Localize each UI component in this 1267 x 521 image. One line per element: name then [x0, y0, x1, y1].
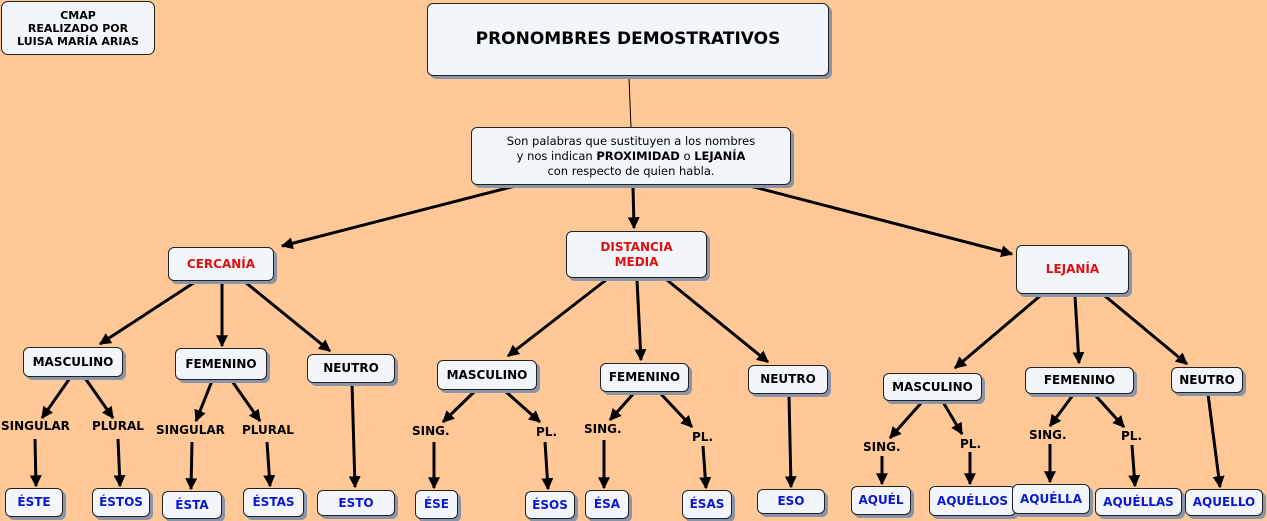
distancia-neutro-node: NEUTRO	[748, 365, 828, 394]
label-singular: SINGULAR	[1, 419, 70, 433]
label-pl: PL.	[1121, 429, 1142, 443]
definition-line-1: Son palabras que sustituyen a los nombre…	[506, 133, 756, 148]
definition-node: Son palabras que sustituyen a los nombre…	[471, 127, 791, 185]
label-sing: SING.	[584, 422, 622, 436]
category-distancia-media: DISTANCIA MEDIA	[566, 231, 707, 278]
pronoun-aquella: AQUÉLLA	[1012, 484, 1090, 514]
pronoun-este: ÉSTE	[5, 488, 63, 517]
lejania-masculino-node: MASCULINO	[883, 373, 982, 401]
pronoun-ese: ÉSE	[415, 490, 458, 519]
label-singular: SINGULAR	[156, 423, 225, 437]
pronoun-esos: ÉSOS	[525, 491, 575, 519]
label-sing: SING.	[1029, 428, 1067, 442]
pronoun-esto: ESTO	[317, 490, 395, 516]
category-cercania: CERCANÍA	[168, 247, 274, 281]
pronoun-esas: ÉSAS	[682, 490, 732, 519]
definition-line-2: y nos indican PROXIMIDAD o LEJANÍA	[516, 148, 746, 163]
label-pl: PL.	[536, 425, 557, 439]
cercania-neutro-node: NEUTRO	[307, 354, 395, 383]
pronoun-estas: ÉSTAS	[243, 488, 304, 517]
label-pl: PL.	[960, 437, 981, 451]
map-title: PRONOMBRES DEMOSTRATIVOS	[427, 3, 829, 76]
cercania-masculino-node: MASCULINO	[23, 347, 123, 377]
pronoun-esta: ÉSTA	[162, 491, 222, 519]
pronoun-estos: ÉSTOS	[92, 488, 150, 517]
pronoun-aquel: AQUÉL	[851, 486, 911, 515]
category-lejania: LEJANÍA	[1016, 245, 1129, 294]
pronoun-aquello: AQUELLO	[1185, 489, 1263, 516]
label-plural: PLURAL	[92, 419, 144, 433]
pronoun-eso: ESO	[757, 489, 825, 514]
pronoun-esa: ÉSA	[585, 490, 629, 519]
label-plural: PLURAL	[242, 423, 294, 437]
label-sing: SING.	[863, 440, 901, 454]
label-pl: PL.	[692, 430, 713, 444]
definition-line-3: con respecto de quien habla.	[547, 163, 715, 178]
distancia-masculino-node: MASCULINO	[437, 360, 537, 390]
distancia-femenino-node: FEMENINO	[600, 363, 689, 392]
lejania-neutro-node: NEUTRO	[1171, 367, 1243, 393]
lejania-femenino-node: FEMENINO	[1025, 367, 1134, 394]
pronoun-aquellas: AQUÉLLAS	[1095, 488, 1182, 516]
label-sing: SING.	[412, 424, 450, 438]
pronoun-aquellos: AQUÉLLOS	[929, 486, 1016, 516]
cercania-femenino-node: FEMENINO	[175, 348, 267, 380]
author-credit: CMAP REALIZADO POR LUISA MARÍA ARIAS	[1, 1, 155, 55]
